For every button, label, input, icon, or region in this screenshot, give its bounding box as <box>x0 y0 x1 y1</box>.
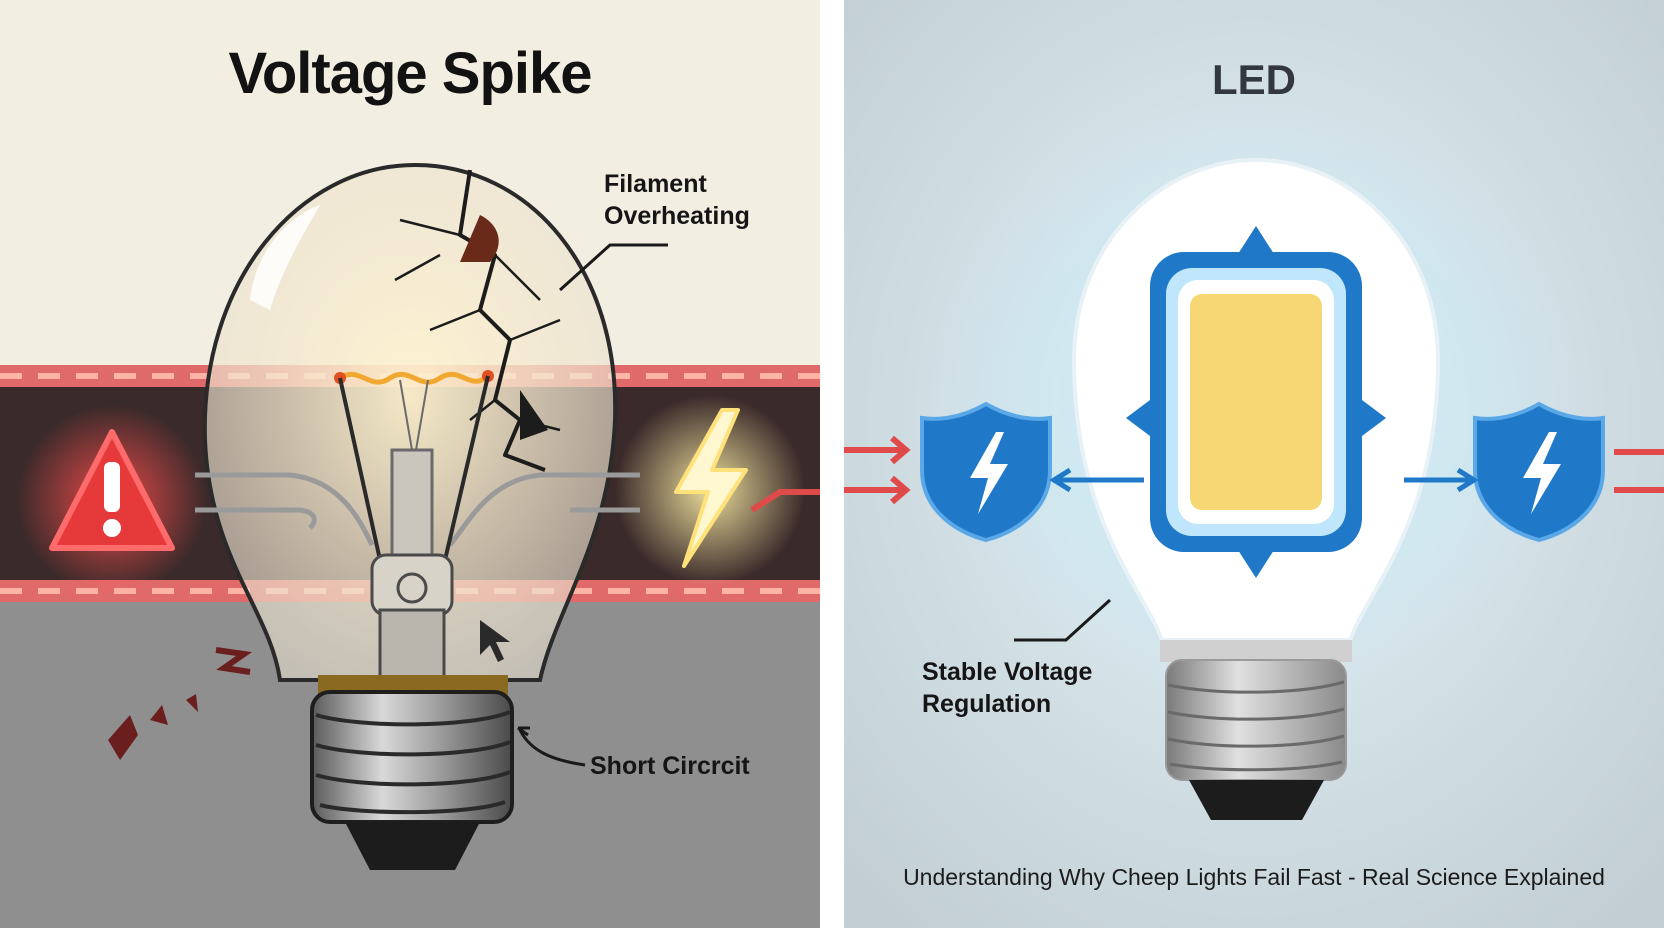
stable-voltage-line1: Stable Voltage <box>922 658 1093 686</box>
stable-voltage-leader <box>1014 598 1112 642</box>
led-illustration <box>844 0 1664 928</box>
stable-voltage-label: Stable Voltage Regulation <box>922 656 1092 720</box>
caption: Understanding Why Cheep Lights Fail Fast… <box>903 864 1605 890</box>
stable-voltage-line2: Regulation <box>922 690 1052 718</box>
filament-label-line2: Overheating <box>604 202 750 230</box>
incoming-red-arrows <box>844 435 1664 505</box>
filament-label: Filament Overheating <box>604 168 750 232</box>
led-title: LED <box>1212 56 1296 103</box>
leader-lines <box>517 243 668 767</box>
shield-lightning-icon <box>920 401 1052 543</box>
panel-divider <box>820 0 844 928</box>
voltage-spike-panel: Voltage Spike Filament Overheating Short… <box>0 0 820 928</box>
incandescent-bulb-icon <box>195 162 640 870</box>
led-bulb-icon <box>1071 157 1441 820</box>
lightning-bolt-icon <box>615 395 820 585</box>
voltage-spike-title: Voltage Spike <box>228 41 592 106</box>
short-circuit-label: Short Circrcit <box>590 752 750 780</box>
blue-flow-arrows <box>1049 467 1479 493</box>
debris-fragments <box>108 647 252 760</box>
shield-lightning-icon-right <box>1473 401 1605 543</box>
led-panel: LED Stable Voltage Regulation Understand… <box>844 0 1664 928</box>
filament-label-line1: Filament <box>604 170 707 198</box>
voltage-spike-illustration <box>0 0 820 928</box>
warning-icon <box>17 405 207 595</box>
